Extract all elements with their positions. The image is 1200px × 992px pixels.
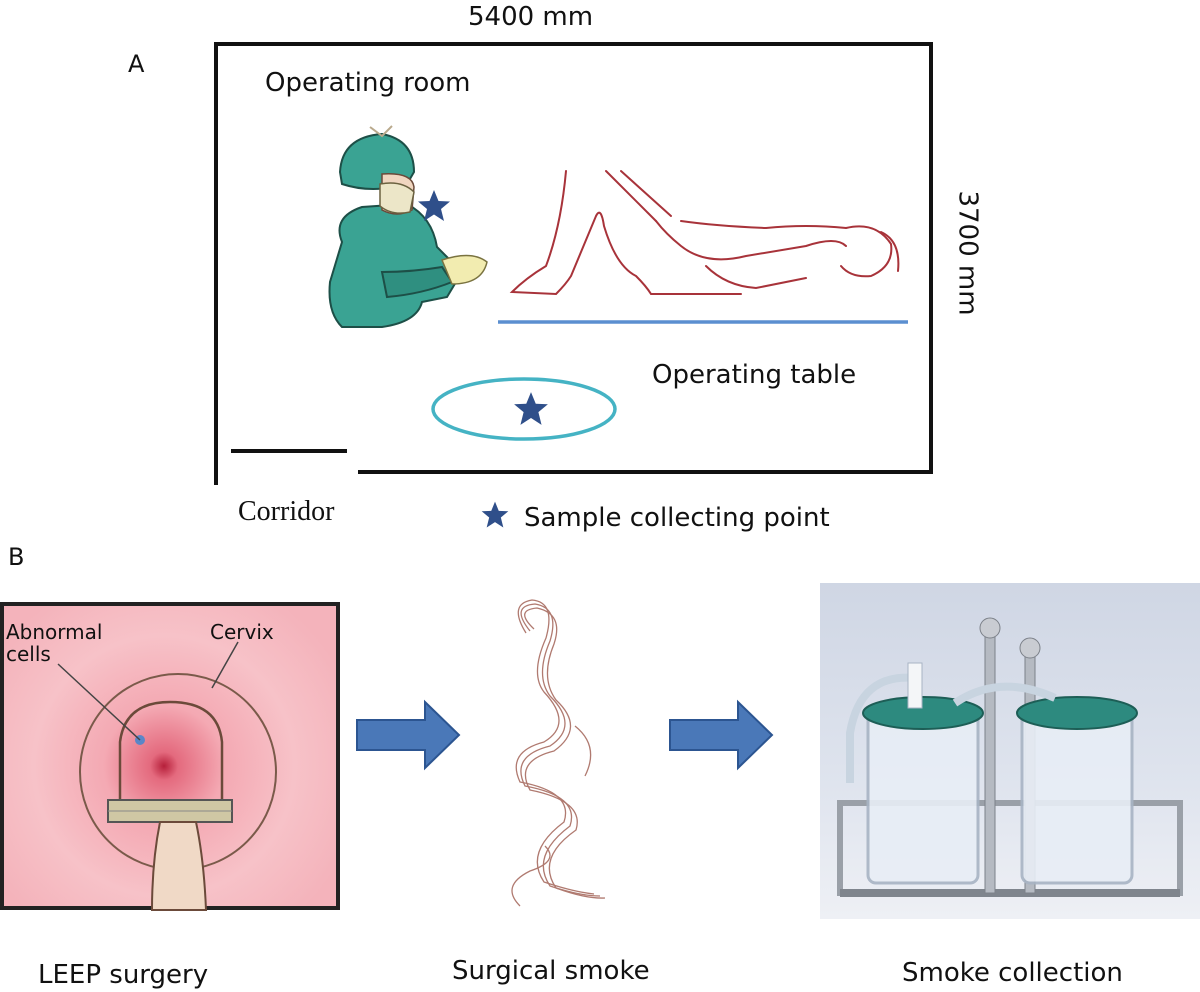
patient-illustration — [509, 170, 900, 296]
corridor-label: Corridor — [238, 496, 335, 527]
abnormal-cells-label-line1: Abnormal — [6, 620, 103, 644]
operating-table-label: Operating table — [652, 360, 857, 390]
smoke-collection-caption: Smoke collection — [902, 958, 1123, 988]
leep-surgery-caption: LEEP surgery — [38, 960, 209, 990]
abnormal-cells-label-line2: cells — [6, 642, 51, 666]
panel-b-label: B — [8, 543, 25, 571]
leep-diagram — [57, 641, 277, 911]
surgeon-illustration — [328, 125, 488, 328]
leep-surgery-image: Abnormal cells Cervix — [0, 602, 340, 911]
room-title: Operating room — [265, 68, 471, 98]
legend-label: Sample collecting point — [524, 503, 830, 533]
panel-a-label: A — [128, 50, 145, 78]
legend-star-icon — [481, 501, 509, 528]
cervix-label: Cervix — [210, 620, 274, 644]
smoke-collector-device — [837, 617, 1183, 897]
sample-point-star-floor — [514, 392, 548, 425]
room-width-label: 5400 mm — [468, 2, 594, 32]
surgical-smoke-caption: Surgical smoke — [452, 956, 650, 986]
sample-point-ellipse — [431, 377, 617, 441]
arrow-right-1 — [356, 699, 461, 771]
smoke-collection-image — [820, 583, 1200, 919]
surgical-smoke-image — [511, 599, 606, 907]
sample-point-star-surgeon — [418, 190, 450, 221]
arrow-right-2 — [669, 699, 774, 771]
